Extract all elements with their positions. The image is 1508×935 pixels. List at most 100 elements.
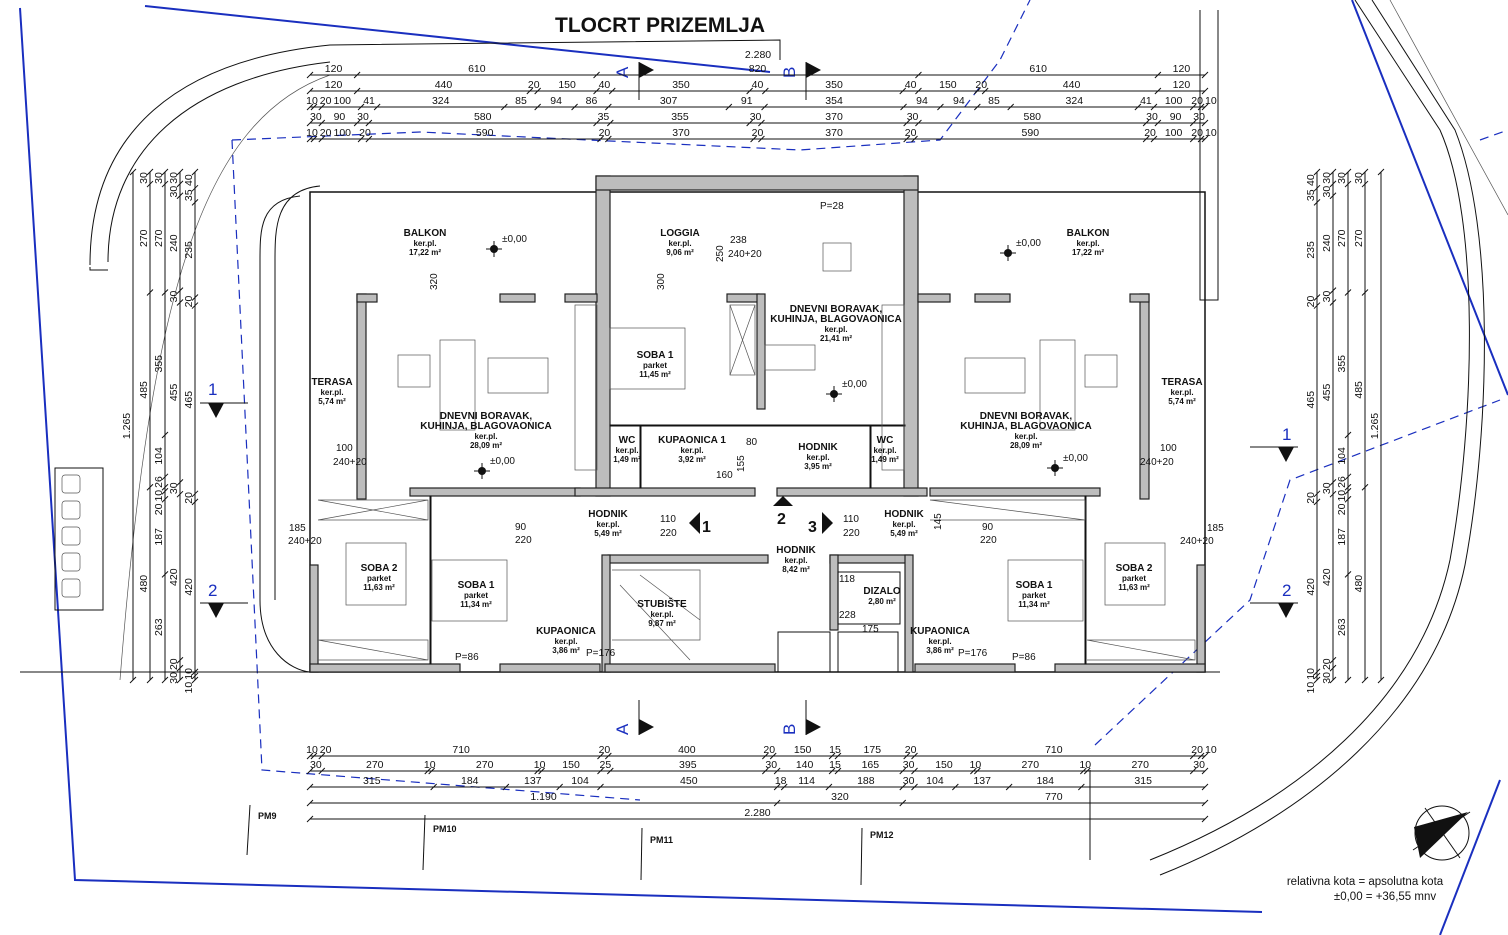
dimension-tick: [593, 119, 600, 127]
dimension-tick: [1005, 783, 1013, 791]
dimension-tick: [1313, 168, 1321, 176]
dimension-value: 20: [1305, 296, 1317, 308]
dimension-value: 400: [678, 744, 696, 756]
dimension-value: 100: [1165, 95, 1183, 107]
dimension-tick: [1201, 135, 1209, 143]
dimension-tick: [1313, 294, 1321, 301]
dimension-tick: [1377, 676, 1385, 684]
survey-point-pm9: PM9: [258, 811, 277, 821]
dimension-value: 20: [183, 492, 195, 504]
dimension-tick: [191, 199, 199, 206]
dimension-tick: [1329, 299, 1337, 306]
dimension-value: 30: [138, 172, 150, 184]
dimension-value: 20: [975, 79, 987, 91]
svg-text:155: 155: [736, 455, 747, 472]
dimension-value: 90: [1170, 111, 1182, 123]
dimension-value: 20: [1305, 492, 1317, 504]
dimension-value: 2.280: [744, 807, 770, 819]
dimension-tick: [1313, 199, 1321, 206]
dimension-tick: [911, 752, 918, 760]
dimension-tick: [1201, 767, 1209, 775]
dimension-tick: [538, 767, 545, 775]
dimension-value: 30: [357, 111, 369, 123]
dimension-value: 307: [660, 95, 678, 107]
dimension-tick: [176, 490, 184, 498]
svg-text:1: 1: [208, 380, 217, 399]
dimension-value: 10: [424, 759, 436, 771]
dimension-tick: [146, 289, 154, 296]
dimension-tick: [1083, 767, 1091, 775]
dimension-value: 450: [680, 775, 698, 787]
dimension-value: 104: [1336, 447, 1348, 465]
dimension-tick: [191, 294, 199, 301]
dimension-value: 30: [1321, 186, 1333, 198]
dimension-tick: [1344, 168, 1352, 176]
parking-spaces: [54, 467, 104, 611]
svg-text:2: 2: [1282, 581, 1291, 600]
svg-text:240+20: 240+20: [1180, 536, 1214, 547]
dimension-tick: [828, 767, 836, 775]
dimension-value: 580: [474, 111, 492, 123]
dimension-value: 85: [515, 95, 527, 107]
dimension-tick: [1007, 103, 1015, 111]
svg-text:80: 80: [746, 437, 758, 448]
section-b-top: B: [780, 62, 821, 100]
dimension-value: 485: [1353, 381, 1365, 399]
dimension-value: 30: [168, 672, 180, 684]
svg-text:1: 1: [1282, 425, 1291, 444]
dimension-value: 315: [1134, 775, 1152, 787]
dimension-value: 20: [752, 127, 764, 139]
dimension-tick: [129, 168, 137, 176]
dimension-value: 10: [153, 490, 165, 502]
dimension-tick: [1344, 431, 1352, 439]
dimension-value: 86: [586, 95, 598, 107]
dimension-tick: [318, 767, 326, 775]
dimension-value: 188: [857, 775, 875, 787]
elevation-note-line1: relativna kota = apsolutna kota: [1287, 876, 1444, 888]
dimension-tick: [526, 87, 534, 95]
svg-text:220: 220: [980, 535, 997, 546]
dimension-value: 1.265: [121, 413, 133, 439]
svg-text:110: 110: [660, 514, 676, 525]
dimension-value: 1.265: [1369, 413, 1381, 439]
dimension-tick: [1344, 495, 1352, 503]
building-walls: [309, 175, 1206, 673]
dimension-tick: [1313, 184, 1321, 192]
dimension-tick: [1189, 135, 1197, 143]
dimension-value: 20: [359, 127, 371, 139]
dimension-value: 30: [907, 111, 919, 123]
dimension-tick: [761, 752, 769, 760]
dimension-tick: [1329, 664, 1337, 672]
north-arrow-icon: [1412, 805, 1471, 861]
dimension-tick: [318, 752, 326, 760]
dimension-value: 15: [829, 744, 841, 756]
section-a-bottom: A: [613, 700, 654, 735]
dimension-tick: [758, 119, 765, 127]
svg-text:300: 300: [656, 273, 667, 290]
svg-text:250: 250: [715, 245, 726, 262]
dimension-tick: [191, 498, 199, 506]
dimension-value: 175: [864, 744, 882, 756]
dimension-value: 270: [366, 759, 384, 771]
dimension-tick: [606, 119, 614, 127]
dimension-tick: [606, 767, 614, 775]
section-1-left: 1: [200, 380, 248, 418]
dimension-tick: [176, 180, 184, 188]
dimension-tick: [1189, 119, 1197, 127]
dimension-tick: [500, 103, 508, 111]
dimension-tick: [191, 168, 199, 176]
dimension-value: 20: [1336, 503, 1348, 515]
dimension-tick: [973, 767, 981, 775]
dimension-tick: [899, 783, 907, 791]
dimension-value: 20: [528, 79, 540, 91]
dimension-tick: [1361, 180, 1369, 188]
dimension-value: 41: [1140, 95, 1152, 107]
dimension-value: 184: [461, 775, 479, 787]
dimension-value: 324: [432, 95, 450, 107]
dimension-value: 30: [750, 111, 762, 123]
dimension-value: 420: [1305, 578, 1317, 596]
